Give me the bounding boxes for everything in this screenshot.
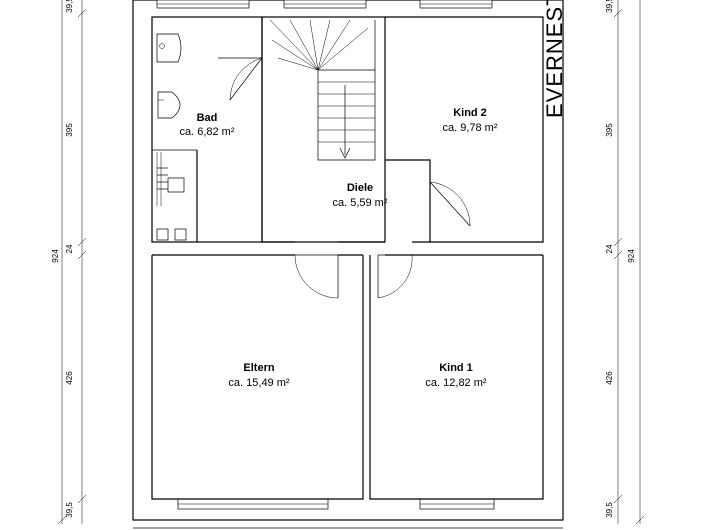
dim-left-middle: 24 xyxy=(65,244,74,253)
outer-walls xyxy=(132,0,564,529)
room-name-eltern: Eltern xyxy=(243,362,274,374)
staircase xyxy=(261,16,386,243)
room-area-kind1: ca. 12,82 m² xyxy=(425,377,486,389)
dim-right-total: 924 xyxy=(627,249,636,263)
dim-left-upper: 395 xyxy=(65,123,74,137)
bathroom-fixtures xyxy=(156,33,187,241)
room-area-bad: ca. 6,82 m² xyxy=(179,126,234,138)
dim-right-middle: 24 xyxy=(605,244,614,253)
bedroom-walls xyxy=(151,255,544,500)
right-dimension-line xyxy=(613,0,645,525)
bathroom-door xyxy=(218,57,263,101)
top-windows xyxy=(156,0,493,9)
box-icon xyxy=(174,228,187,241)
room-name-diele: Diele xyxy=(347,182,373,194)
kind2-door xyxy=(429,181,471,227)
room-area-kind2: ca. 9,78 m² xyxy=(442,122,497,134)
dim-left-lower: 426 xyxy=(65,371,74,385)
room-area-eltern: ca. 15,49 m² xyxy=(228,377,289,389)
sink-icon xyxy=(156,33,182,63)
bottom-windows xyxy=(177,498,495,510)
left-dimension-line xyxy=(57,0,87,525)
kind1-door xyxy=(377,254,413,299)
box-icon xyxy=(156,228,169,241)
room-name-kind2: Kind 2 xyxy=(453,107,487,119)
brand-text: EVERNEST xyxy=(542,0,567,118)
dim-right-top: 39,5 xyxy=(605,0,614,13)
room-name-bad: Bad xyxy=(197,112,218,124)
dim-right-upper: 395 xyxy=(605,123,614,137)
eltern-door xyxy=(294,254,339,299)
dim-right-lower: 426 xyxy=(605,371,614,385)
dim-left-top: 39,5 xyxy=(65,0,74,13)
hallway-walls xyxy=(152,241,543,256)
radiator-icon xyxy=(157,167,185,193)
kind2-walls xyxy=(385,16,544,243)
room-area-diele: ca. 5,59 m² xyxy=(332,197,387,209)
dim-left-bottom: 39,5 xyxy=(65,502,74,518)
room-name-kind1: Kind 1 xyxy=(439,362,473,374)
dim-right-bottom: 39,5 xyxy=(605,502,614,518)
toilet-icon xyxy=(157,91,181,119)
dim-left-total: 924 xyxy=(51,249,60,263)
